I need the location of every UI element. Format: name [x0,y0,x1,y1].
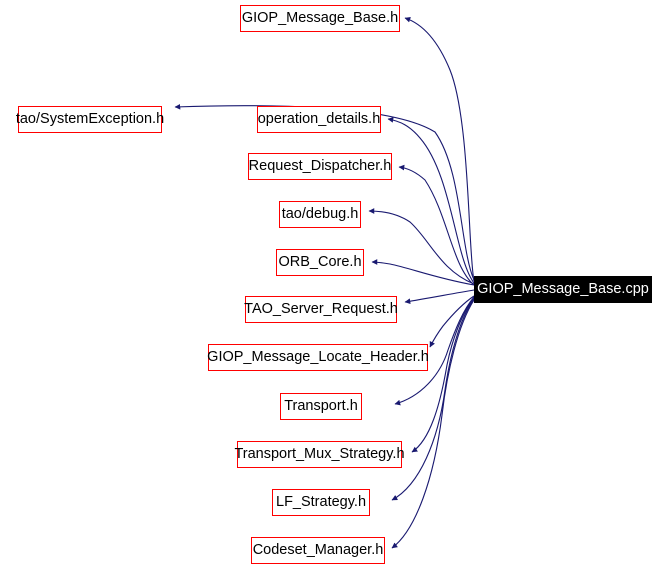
graph-edge [429,295,475,348]
graph-edge [391,299,475,549]
node-root-giop-message-base-cpp[interactable]: GIOP_Message_Base.cpp [474,276,652,303]
graph-edge [371,259,475,286]
node-label: tao/SystemException.h [15,111,165,128]
node-request-dispatcher-h[interactable]: Request_Dispatcher.h [248,153,392,180]
node-orb-core-h[interactable]: ORB_Core.h [276,249,364,276]
node-operation-details-h[interactable]: operation_details.h [257,106,381,133]
node-root-label: GIOP_Message_Base.cpp [477,281,649,298]
graph-edge [411,297,475,453]
graph-edge [398,164,475,286]
graph-edge [387,117,475,284]
node-tao-server-request-h[interactable]: TAO_Server_Request.h [244,296,398,323]
node-label: GIOP_Message_Locate_Header.h [207,349,429,366]
node-label: ORB_Core.h [278,254,362,271]
node-label: Transport_Mux_Strategy.h [234,446,405,463]
graph-edge [391,298,475,501]
node-codeset-manager-h[interactable]: Codeset_Manager.h [251,537,385,564]
node-tao-debug-h[interactable]: tao/debug.h [279,201,361,228]
node-label: tao/debug.h [281,206,359,223]
node-tao-systemexception-h[interactable]: tao/SystemException.h [16,106,164,133]
node-giop-message-base-h[interactable]: GIOP_Message_Base.h [240,5,400,32]
node-transport-mux-strategy-h[interactable]: Transport_Mux_Strategy.h [234,441,405,468]
graph-edge [368,208,475,285]
node-label: LF_Strategy.h [276,494,367,511]
node-label: operation_details.h [257,111,381,128]
node-label: TAO_Server_Request.h [244,301,398,318]
node-label: Request_Dispatcher.h [248,158,392,175]
graph-edge [404,16,475,282]
node-label: Transport.h [284,398,358,415]
node-lf-strategy-h[interactable]: LF_Strategy.h [272,489,370,516]
graph-edge [404,289,475,305]
node-transport-h[interactable]: Transport.h [280,393,362,420]
node-label: Codeset_Manager.h [252,542,384,559]
node-giop-message-locate-header-h[interactable]: GIOP_Message_Locate_Header.h [207,344,429,371]
node-label: GIOP_Message_Base.h [241,10,399,27]
